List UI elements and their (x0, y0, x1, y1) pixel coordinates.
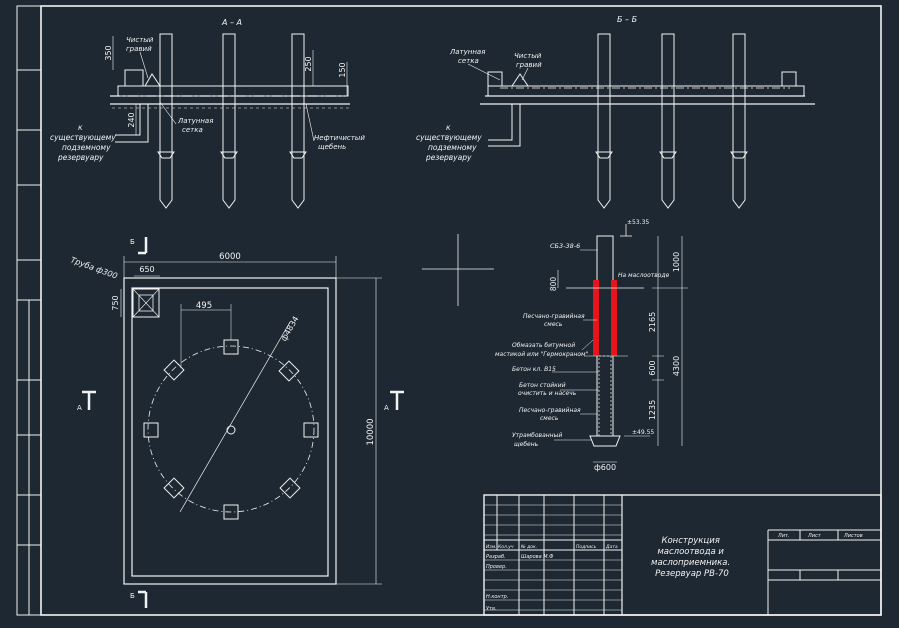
label-clean-gravel-bb: Чистый гравий (514, 52, 544, 69)
label-bitumen: Обмазать битумной мастикой или "Гермокра… (495, 342, 589, 358)
tb-stage: Лит. (777, 533, 790, 539)
bb-post-1 (595, 33, 613, 209)
dim-1000: 1000 (672, 252, 681, 272)
label-to-tank-aa: к существующему подземному резервуару (50, 123, 118, 162)
label-brass-mesh-aa: Латунная сетка (177, 117, 216, 134)
label-concrete-resist: Бетон стойкий очистить и насечь (518, 382, 577, 397)
label-pipe: Труба ф300 (69, 255, 118, 280)
label-sand2: Песчано-гравийная смесь (519, 407, 583, 422)
plan-view: 6000 650 750 495 ф4834 10000 Труба ф300 … (69, 237, 404, 608)
tb-row-check: Провер. (486, 564, 507, 570)
tb-col-date: Дата (605, 544, 618, 550)
dim-600: 600 (648, 360, 657, 375)
dim-350: 350 (104, 45, 113, 60)
dim-495: 495 (196, 301, 212, 311)
tb-col-change: Изм. Кол.уч (486, 544, 514, 550)
tb-sheet: Лист (807, 533, 822, 539)
tb-row-dev: Разраб. (486, 554, 506, 560)
red-bitumen-right (611, 280, 617, 356)
dim-250: 250 (304, 56, 313, 71)
label-crushed-bottom: Утрамбованный щебень (512, 432, 564, 448)
section-a-a: А – А 350 250 150 240 (50, 18, 367, 209)
aa-post-2 (220, 33, 238, 209)
dim-4300: 4300 (672, 356, 681, 376)
label-clean-gravel: Чистый гравий (126, 36, 156, 53)
crosshair-cursor (422, 234, 494, 306)
tb-dev-name: Шарова М.Ф (521, 554, 554, 560)
dim-150: 150 (338, 62, 347, 77)
axis-b-top: Б (130, 238, 135, 246)
tb-col-doc: № док. (520, 544, 537, 550)
dim-240: 240 (127, 112, 136, 127)
aa-post-1 (157, 33, 175, 209)
label-sand1: Песчано-гравийная смесь (523, 313, 587, 328)
dim-10000: 10000 (366, 418, 376, 445)
dim-800: 800 (549, 277, 558, 292)
section-bb-title: Б – Б (617, 15, 638, 24)
elev-bottom: ±49.55 (632, 429, 654, 436)
dim-4834: ф4834 (279, 315, 300, 343)
bb-post-2 (659, 33, 677, 209)
sheet-frame (16, 5, 882, 616)
tb-sheets: Листов (843, 533, 863, 539)
label-oil-mark: На маслоотводе (618, 272, 670, 279)
tb-row-appr: Утв. (486, 606, 497, 612)
section-aa-title: А – А (221, 18, 242, 27)
plan-posts (143, 339, 319, 520)
axis-b-bottom: Б (130, 592, 135, 600)
tb-title: Конструкция маслоотвода и маслоприемника… (651, 536, 733, 579)
dim-2165: 2165 (648, 312, 657, 332)
label-concrete-b15: Бетон кл. В15 (512, 366, 556, 373)
axis-a-left: А (77, 404, 82, 412)
dim-750: 750 (111, 295, 120, 310)
dim-650: 650 (139, 265, 154, 274)
dim-6000: 6000 (219, 252, 241, 262)
axis-a-right: А (384, 404, 389, 412)
tb-row-ncontrol: Н.контр. (486, 594, 508, 600)
dim-600b: ф600 (594, 463, 616, 472)
title-block: Изм. Кол.уч № док. Подпись Дата Разраб. … (483, 494, 882, 616)
dim-1235: 1235 (648, 400, 657, 420)
label-oil-crushed: Нефтичистый щебень (314, 134, 367, 151)
label-brass-mesh-bb: Латунная сетка (449, 48, 488, 65)
section-b-b: Б – Б Латунная сетка Чистый гравий (416, 15, 815, 209)
post-detail: ±53.35 СБ3-38-6 На маслоотводе 1000 2165… (495, 219, 688, 472)
tb-col-sign: Подпись (576, 544, 597, 550)
label-to-tank-bb: к существующему подземному резервуару (416, 123, 484, 162)
aa-post-3 (289, 33, 307, 209)
label-csb: СБ3-38-6 (550, 242, 580, 250)
elev-top: ±53.35 (627, 219, 649, 226)
bb-post-3 (730, 33, 748, 209)
red-bitumen-left (593, 280, 599, 356)
